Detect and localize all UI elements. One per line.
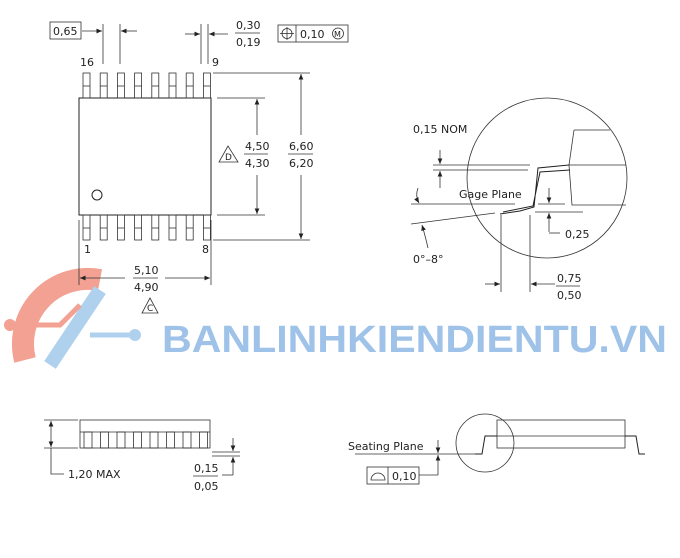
pin-label-9: 9: [212, 56, 219, 69]
detail-callout-circle: [455, 413, 515, 473]
lead: [134, 72, 143, 99]
lead: [202, 214, 211, 241]
flatness-icon: [370, 472, 386, 481]
lead: [185, 214, 194, 241]
lead: [151, 72, 160, 99]
side-lead: [199, 431, 208, 449]
watermark-text: BANLINHKIENDIENTU.VN: [162, 319, 667, 361]
lead-width-max: 0,30: [236, 19, 261, 32]
side-view: 1,20 MAX 0,15 0,05: [44, 419, 240, 493]
body-length-min: 4,90: [134, 281, 159, 294]
lead: [185, 72, 194, 99]
position-tolerance-frame: [277, 24, 349, 43]
side-lead: [116, 431, 126, 449]
foot-length-max: 0,75: [557, 272, 582, 285]
flatness-frame: [366, 466, 420, 485]
note-triangle-c: [141, 297, 159, 314]
package-body: [78, 97, 212, 216]
body-length-max: 5,10: [134, 264, 159, 277]
foot-length-min: 0,50: [557, 289, 582, 302]
gage-plane-label: Gage Plane: [459, 188, 522, 201]
lead-width-min: 0,19: [236, 36, 261, 49]
pitch-value: 0,65: [53, 25, 78, 38]
side-lead: [149, 431, 159, 449]
mmc-modifier: M: [334, 30, 341, 39]
seating-plane-label: Seating Plane: [348, 440, 424, 453]
side-leads: [83, 431, 208, 449]
lead: [82, 72, 91, 99]
side-lead: [182, 431, 192, 449]
lead: [168, 214, 177, 241]
gage-height-label: 0,25: [565, 228, 590, 241]
lead: [82, 214, 91, 241]
lead: [117, 214, 125, 241]
body-length-note: C: [147, 304, 153, 314]
body-width-min: 4,30: [245, 157, 270, 170]
detail-circle: [466, 97, 628, 259]
detail-lead: [499, 164, 571, 215]
lead: [99, 72, 108, 99]
side-lead: [166, 431, 175, 449]
seating-view: Seating Plane 0,10: [348, 413, 645, 485]
lead: [168, 72, 177, 99]
watermark-logo: [4, 267, 141, 369]
angle-range-label: 0°–8°: [413, 253, 444, 266]
height-label: 1,20 MAX: [68, 468, 121, 481]
standoff-min: 0,05: [194, 480, 219, 493]
overall-width-min: 6,20: [289, 157, 314, 170]
top-view: 16 9 1 8 0,65 0,30 0,19 0,10 M 4,50 4,30…: [49, 19, 349, 314]
overall-width-max: 6,60: [289, 140, 314, 153]
side-lead: [83, 431, 93, 449]
leads: [82, 72, 211, 241]
pin-label-16: 16: [80, 56, 94, 69]
position-tolerance-value: 0,10: [300, 28, 325, 41]
pin-label-1: 1: [84, 243, 91, 256]
pin-label-8: 8: [202, 243, 209, 256]
side-body: [79, 419, 211, 449]
lead: [99, 214, 108, 241]
note-triangle-d: [218, 145, 239, 163]
flatness-value: 0,10: [392, 470, 417, 483]
mmc-icon: [332, 27, 344, 40]
body-width-max: 4,50: [245, 140, 270, 153]
seating-body: [496, 419, 626, 449]
lead: [151, 214, 160, 241]
detail-body: [568, 129, 626, 206]
side-lead: [133, 431, 142, 449]
detail-view: 0,15 NOM Gage Plane 0,25 0°–8° 0,75 0,50: [410, 97, 628, 302]
lead: [202, 72, 211, 99]
pitch-box: [49, 21, 82, 40]
pin1-marker: [91, 189, 103, 201]
seating-leads: [475, 435, 645, 455]
side-lead: [100, 431, 109, 449]
body-width-note: D: [225, 153, 232, 163]
standoff-max: 0,15: [194, 462, 219, 475]
lead: [134, 214, 143, 241]
lead-thickness-label: 0,15 NOM: [413, 123, 467, 136]
lead: [117, 72, 125, 99]
